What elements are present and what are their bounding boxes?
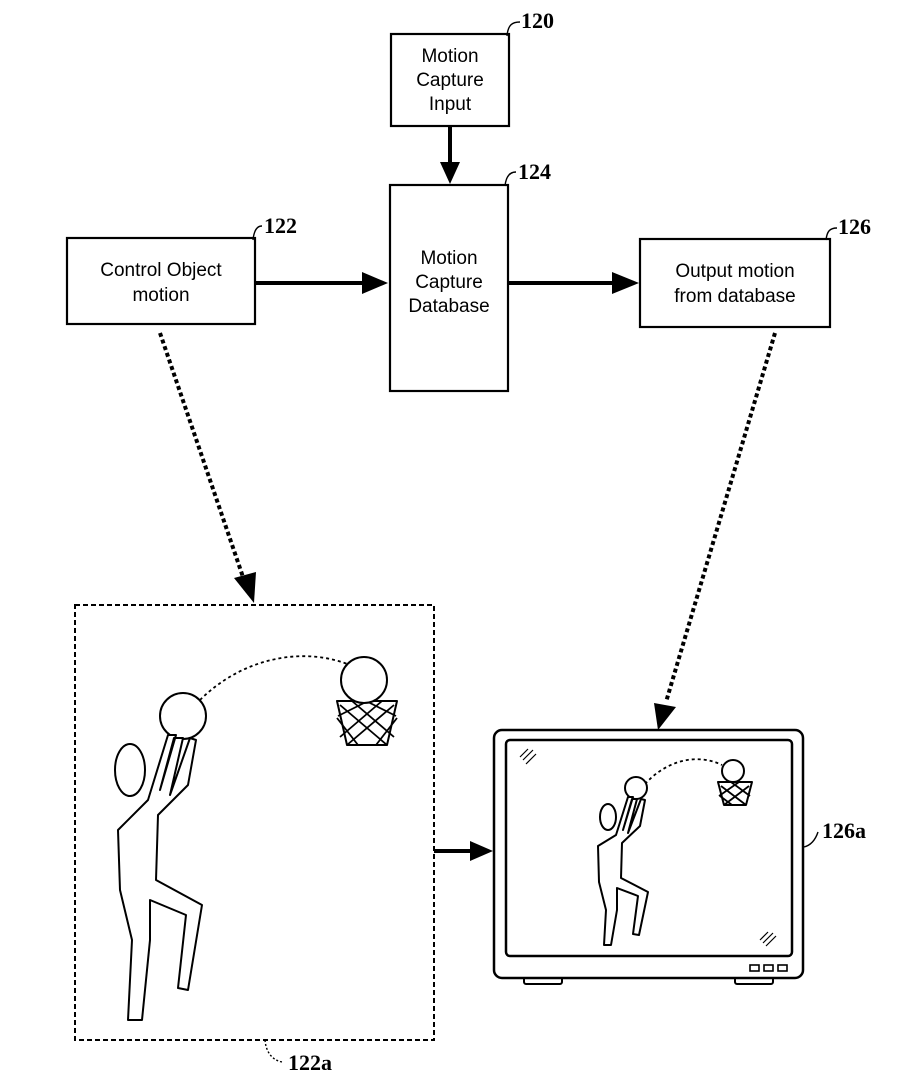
- control-object-motion-line-2: motion: [132, 285, 189, 306]
- ref-126a-leader: [803, 831, 819, 848]
- dotted-arrow-output-to-monitor: [654, 332, 777, 730]
- ref-122-leader: [252, 225, 263, 241]
- motion-capture-database-box: Motion Capture Database: [388, 183, 510, 393]
- motion-capture-input-box: Motion Capture Input: [389, 32, 511, 128]
- screen-glare-bottom-right: [759, 931, 777, 947]
- player-head-icon: [114, 743, 146, 797]
- ref-122-label: 122: [264, 213, 297, 238]
- mini-ball-in-hoop-icon: [721, 759, 745, 783]
- arrow-database-to-output: [509, 272, 639, 294]
- monitor-button-3: [777, 964, 788, 972]
- ref-126a-label: 126a: [822, 818, 866, 843]
- control-object-motion-box: Control Object motion: [65, 236, 257, 326]
- motion-capture-input-line-3: Input: [429, 94, 472, 115]
- ref-126-label: 126: [838, 214, 871, 239]
- motion-capture-database-line-2: Capture: [415, 272, 483, 293]
- ref-122a-leader: [264, 1039, 283, 1063]
- output-motion-box: Output motion from database: [638, 237, 832, 329]
- motion-capture-database-line-1: Motion: [420, 248, 477, 269]
- mini-ball-trajectory: [644, 758, 723, 785]
- screen-glare-top-left: [519, 748, 537, 765]
- arrow-input-to-database: [440, 127, 460, 184]
- ball-trajectory: [199, 655, 351, 701]
- ref-120-label: 120: [521, 8, 554, 33]
- scene-frame-122a: [74, 604, 435, 1041]
- basket-hoop-icon: [336, 656, 398, 746]
- dotted-arrow-control-to-scene: [158, 332, 256, 603]
- display-monitor-126a: [492, 728, 805, 985]
- ref-124-label: 124: [518, 159, 551, 184]
- ref-122a-label: 122a: [288, 1050, 332, 1075]
- output-motion-line-1: Output motion: [675, 261, 794, 282]
- ref-124-leader: [504, 171, 517, 187]
- arrow-control-to-database: [256, 272, 388, 294]
- control-object-motion-line-1: Control Object: [100, 260, 222, 281]
- motion-capture-input-line-1: Motion: [421, 46, 478, 67]
- mini-hoop-icon: [717, 759, 753, 806]
- held-ball-icon: [159, 692, 207, 740]
- basketball-player-icon: [114, 692, 207, 1021]
- mini-player-icon: [597, 776, 649, 946]
- ball-in-hoop-icon: [340, 656, 388, 704]
- monitor-screen: [504, 738, 794, 958]
- motion-capture-input-line-2: Capture: [416, 70, 484, 91]
- mini-player-head-icon: [599, 803, 617, 831]
- monitor-button-1: [749, 964, 760, 972]
- motion-capture-database-line-3: Database: [408, 296, 489, 317]
- arrow-scene-to-monitor: [434, 841, 493, 861]
- mini-held-ball-icon: [624, 776, 648, 800]
- ref-120-leader: [506, 21, 521, 37]
- monitor-button-2: [763, 964, 774, 972]
- output-motion-line-2: from database: [674, 286, 795, 307]
- ref-126-leader: [825, 227, 838, 241]
